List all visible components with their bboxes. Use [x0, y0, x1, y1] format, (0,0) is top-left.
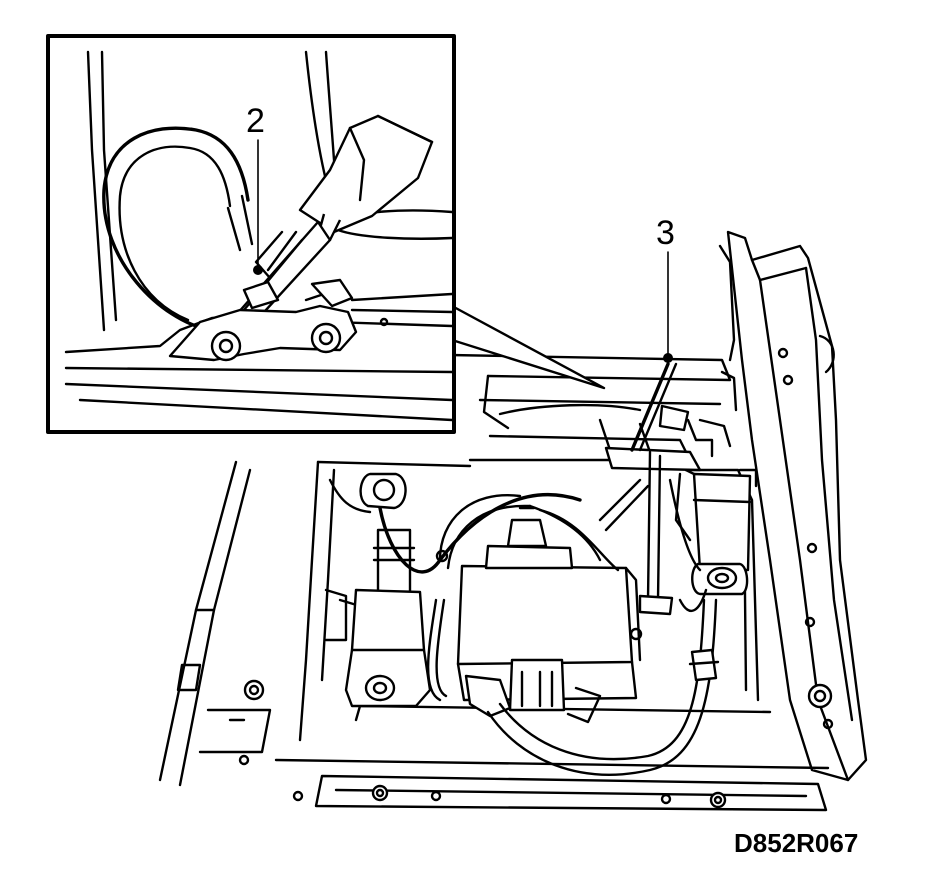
- callout-3: 3: [630, 214, 678, 452]
- rear-cross-member: [448, 353, 732, 462]
- return-hose: [486, 598, 720, 776]
- callout-2: 2: [246, 102, 265, 275]
- callout-2-label: 2: [246, 102, 265, 140]
- figure-id-label: D852R067: [734, 828, 858, 858]
- wiring-harness: [378, 478, 708, 702]
- seat-control-module: [435, 506, 643, 724]
- callout-3-label: 3: [656, 214, 675, 252]
- right-side-rail: [718, 230, 868, 782]
- left-motor: [324, 472, 432, 708]
- right-motor: [684, 468, 758, 596]
- detail-inset: 2: [46, 34, 606, 434]
- left-side-rail: [158, 460, 272, 787]
- inset-frame: [46, 34, 456, 434]
- front-cross-member: [238, 679, 830, 812]
- adjuster-bracket: [604, 404, 732, 616]
- seat-frame-view: [158, 230, 868, 812]
